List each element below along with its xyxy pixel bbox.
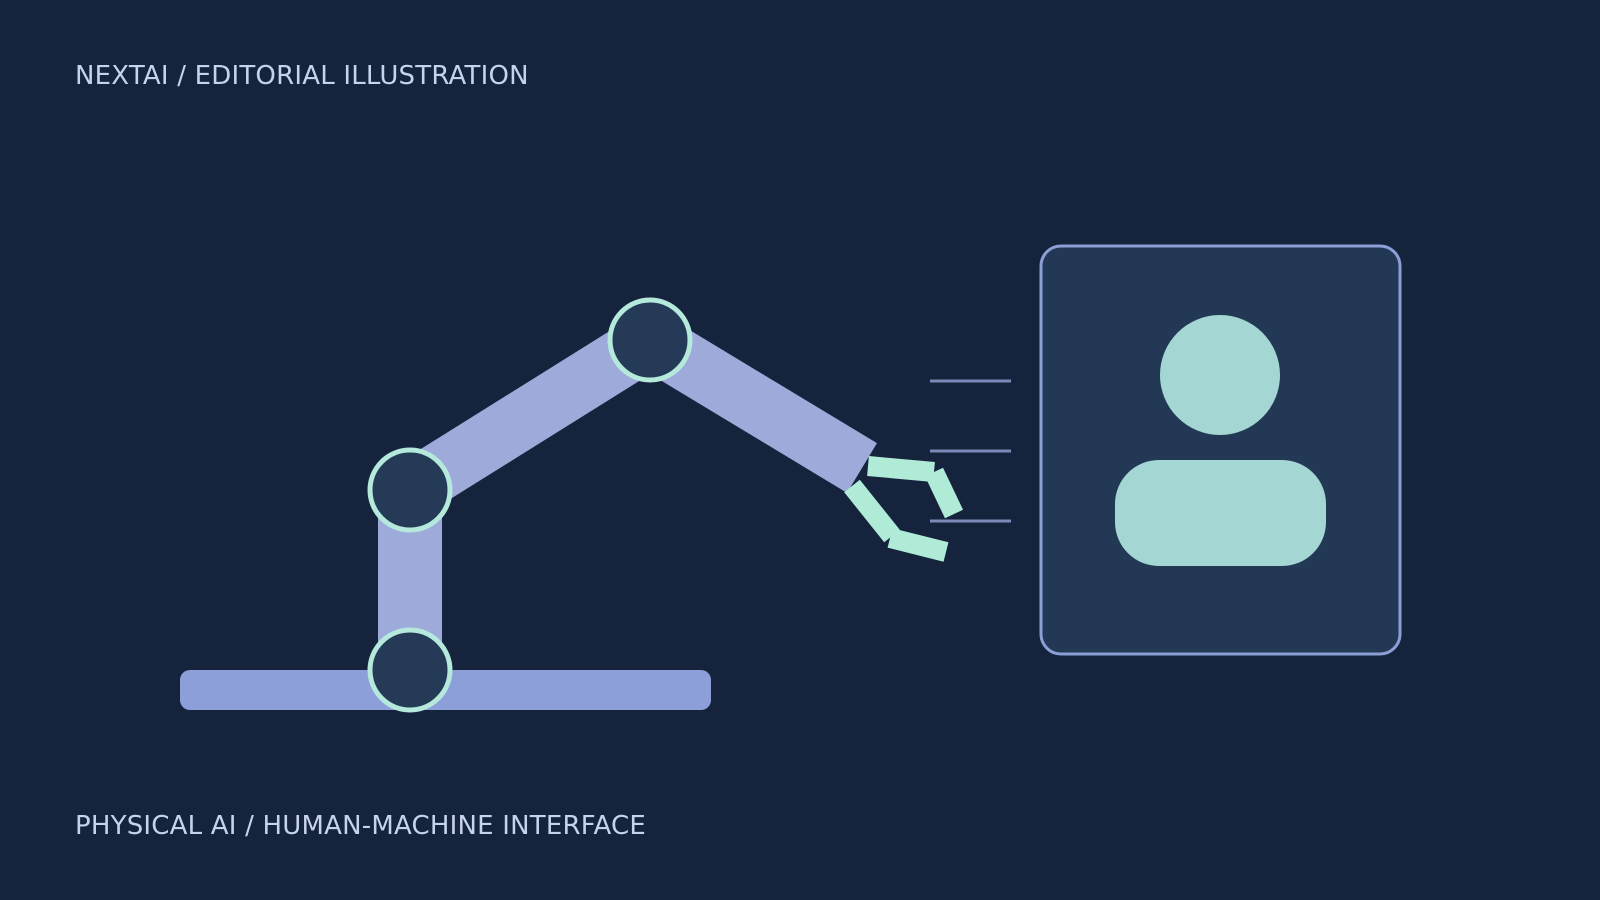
person-icon: [1115, 315, 1326, 566]
gripper-finger-lower: [844, 479, 900, 543]
robot-joints: [367, 297, 693, 713]
page-title: NEXTAI / EDITORIAL ILLUSTRATION: [75, 61, 529, 91]
arm-segment-upper: [394, 315, 666, 515]
joint-base: [367, 627, 453, 713]
joint-shoulder: [367, 447, 453, 533]
person-body: [1115, 460, 1326, 566]
screen-panel: [1039, 244, 1402, 656]
joint-elbow: [607, 297, 693, 383]
page-caption: PHYSICAL AI / HUMAN-MACHINE INTERFACE: [75, 811, 646, 841]
robot-arm: [378, 315, 877, 672]
person-head: [1160, 315, 1280, 435]
motion-lines: [930, 379, 1011, 523]
gripper-fingertip-lower: [887, 528, 949, 562]
gripper-fingertip-upper: [924, 467, 964, 519]
gripper: [844, 456, 964, 562]
gripper-finger-upper: [867, 456, 935, 482]
